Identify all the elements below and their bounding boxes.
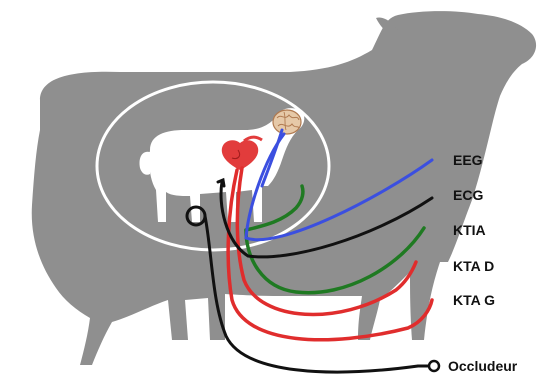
fetal-heart-icon bbox=[221, 135, 263, 170]
eeg-lead bbox=[244, 132, 434, 242]
ewe-silhouette bbox=[31, 11, 537, 365]
ecg-lead bbox=[219, 180, 434, 259]
label-kta-d: KTA D bbox=[453, 258, 494, 274]
uterus-outline bbox=[95, 80, 331, 252]
label-kta-g: KTA G bbox=[453, 292, 495, 308]
label-occluder: Occludeur bbox=[448, 358, 518, 374]
ecg-arrow bbox=[216, 177, 226, 188]
label-ecg: ECG bbox=[453, 187, 483, 203]
eeg-lead-branch bbox=[260, 128, 284, 188]
fetal-brain-icon bbox=[272, 109, 302, 135]
occluder-port bbox=[427, 359, 441, 373]
kta-d-catheter bbox=[235, 166, 418, 317]
ktia-catheter bbox=[244, 226, 426, 295]
label-ktia: KTIA bbox=[453, 222, 486, 238]
ktia-fetal-branch bbox=[244, 184, 305, 232]
occluder-line bbox=[203, 214, 432, 374]
label-eeg: EEG bbox=[453, 152, 483, 168]
ewe-ear bbox=[376, 17, 398, 38]
fetus-silhouette bbox=[139, 108, 305, 222]
